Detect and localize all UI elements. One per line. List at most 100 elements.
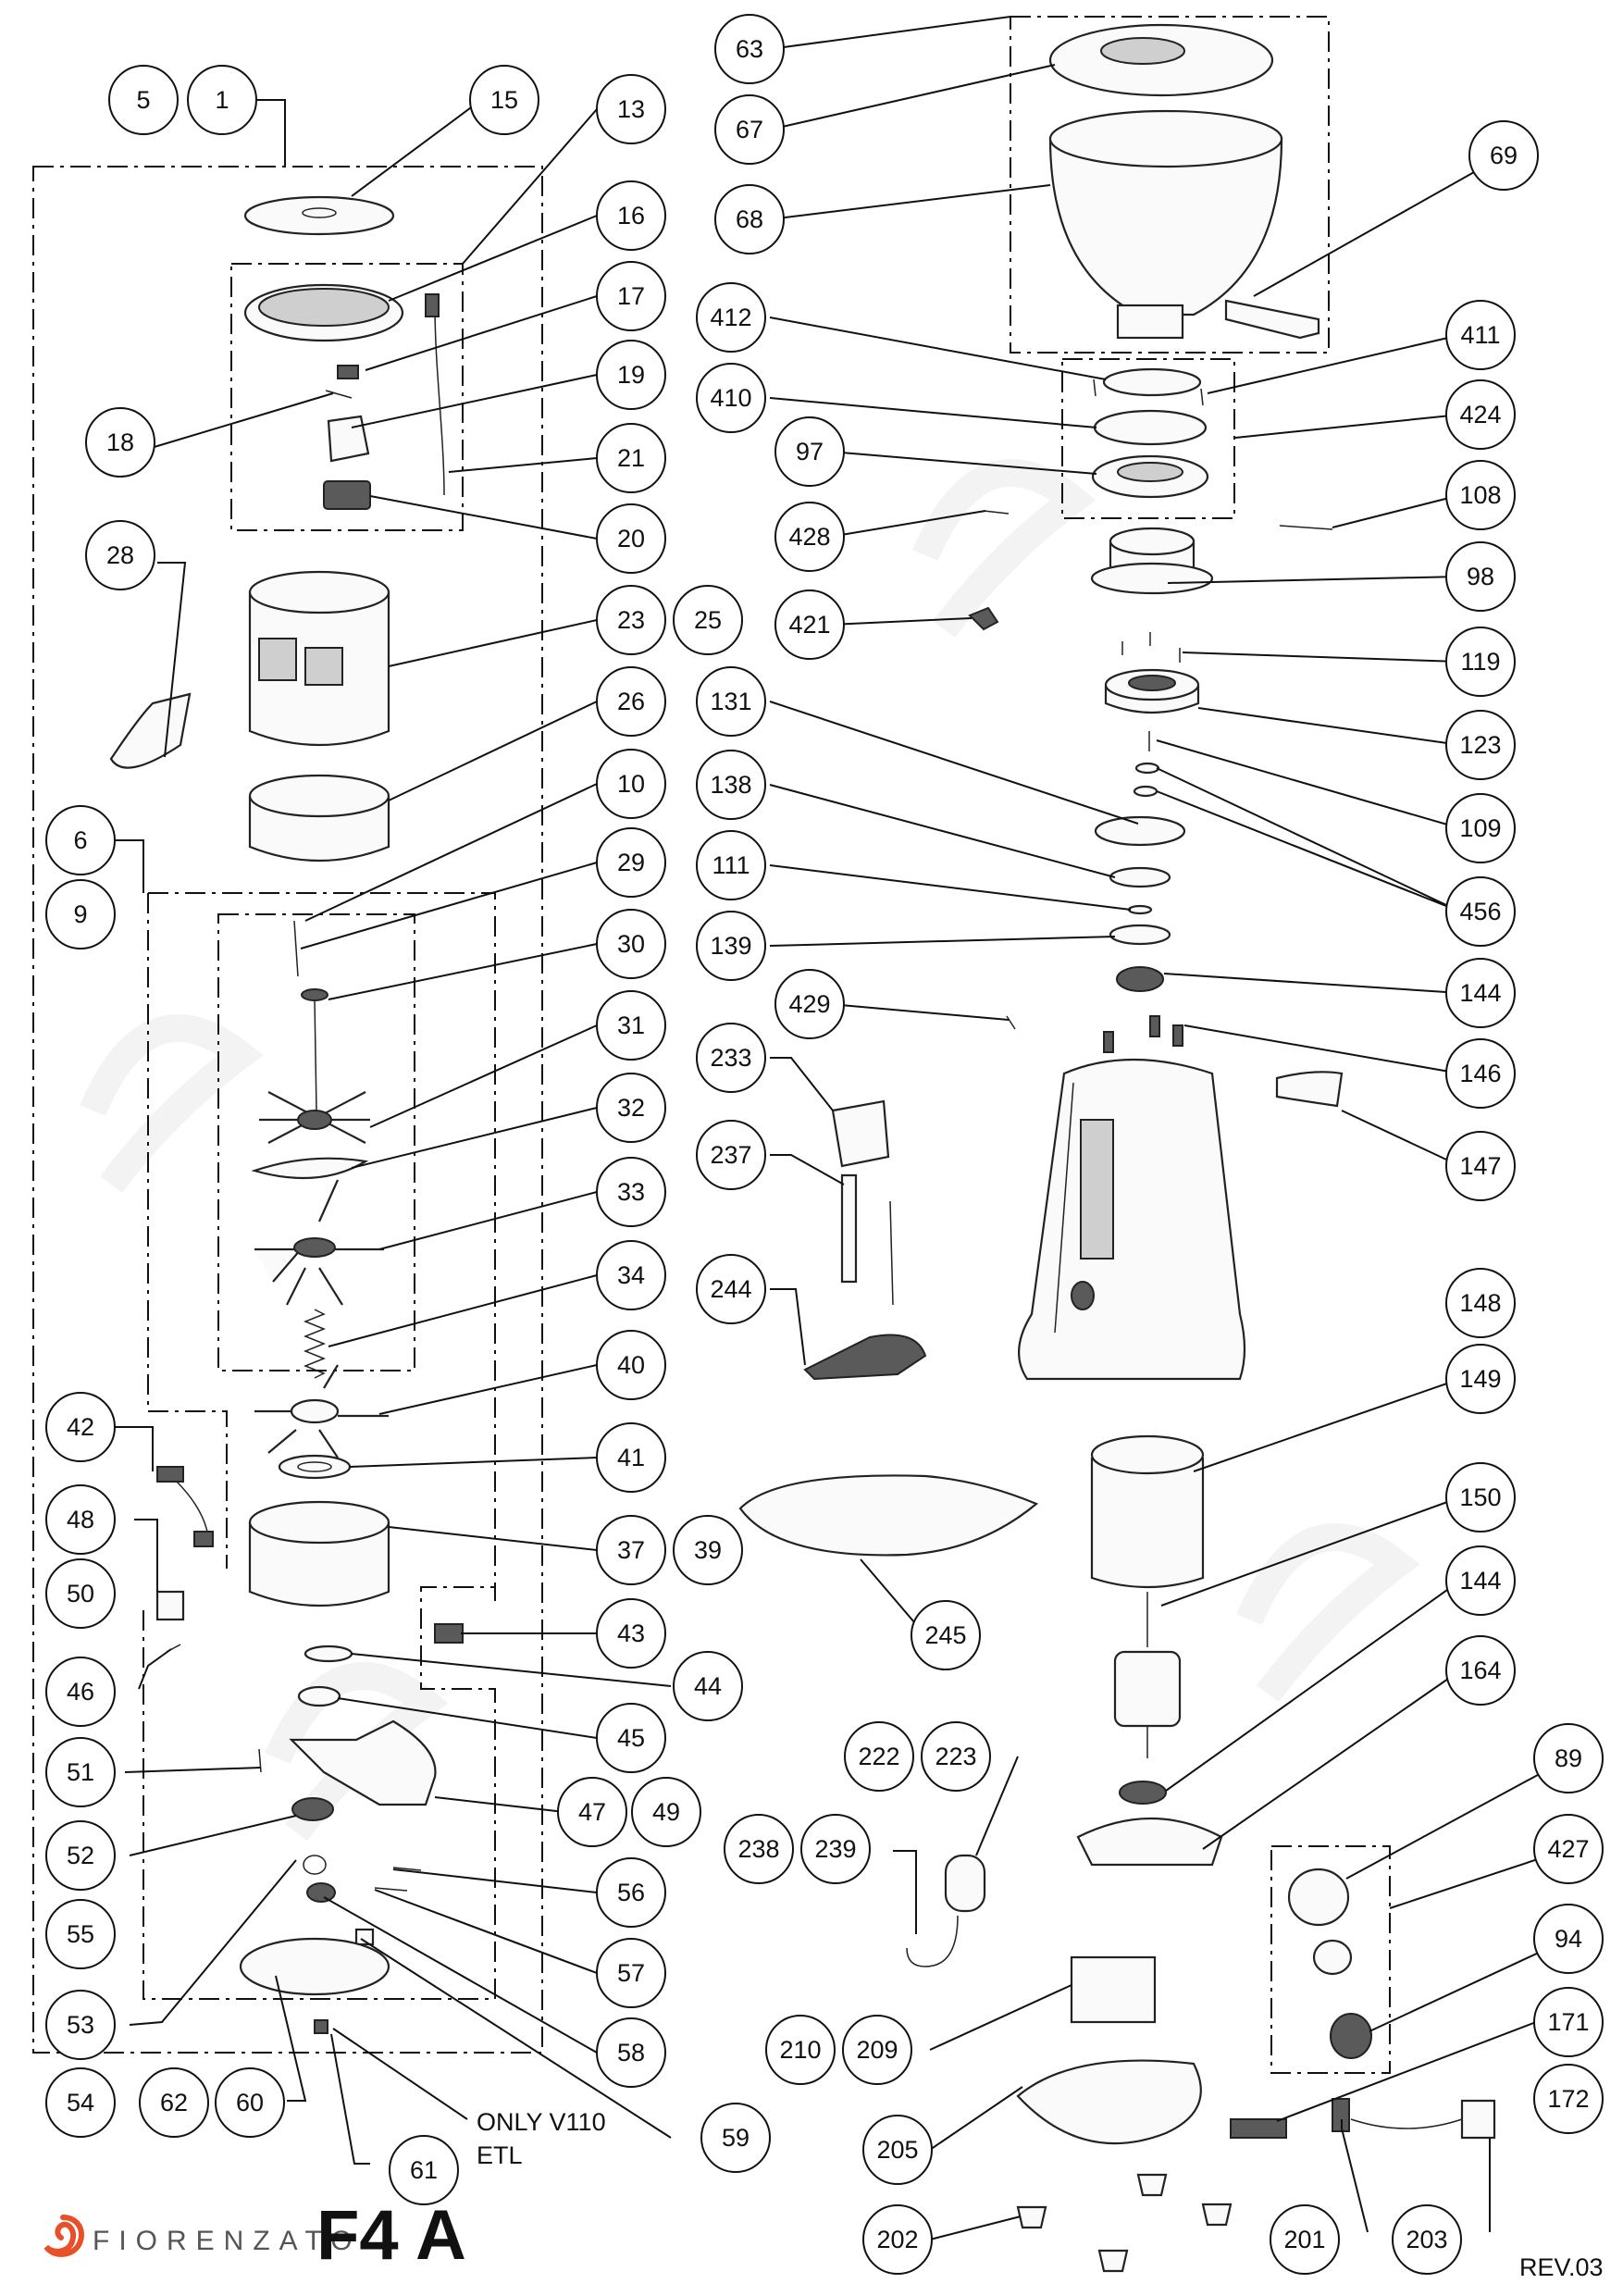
callout-number: 33 [617,1178,645,1206]
callout-412: 412 [696,282,766,353]
callout-circle [673,1651,743,1721]
callout-54: 54 [45,2067,116,2138]
callout-circle [714,14,785,84]
callout-circle [596,503,666,574]
callout-number: 44 [694,1672,722,1700]
callout-number: 20 [617,525,645,552]
callout-9: 9 [45,879,116,949]
callout-89: 89 [1533,1723,1604,1793]
callout-1: 1 [187,65,257,135]
callout-circle [700,2103,771,2173]
callout-164: 164 [1445,1635,1516,1706]
callout-number: 412 [710,304,751,331]
callout-circle [1533,1723,1604,1793]
callout-number: 57 [617,1959,645,1987]
callout-456: 456 [1445,876,1516,947]
callout-48: 48 [45,1484,116,1555]
callout-number: 144 [1459,1567,1501,1595]
callout-26: 26 [596,666,666,737]
callout-circle [45,1820,116,1891]
callout-circle [45,879,116,949]
callout-number: 19 [617,361,645,389]
callout-number: 119 [1460,648,1500,676]
callout-number: 238 [737,1835,779,1863]
callout-number: 17 [617,282,645,310]
callout-number: 6 [73,826,87,854]
callout-number: 32 [617,1094,645,1122]
callout-238: 238 [724,1814,794,1884]
callout-circle [1445,1038,1516,1109]
callout-number: 26 [617,688,645,715]
callout-circle [1445,300,1516,370]
callout-201: 201 [1270,2204,1340,2275]
callout-circle [557,1777,627,1847]
callout-circle [596,1157,666,1227]
callout-circle [45,1392,116,1462]
callout-60: 60 [215,2067,285,2138]
callout-62: 62 [139,2067,209,2138]
callout-number: 30 [617,930,645,958]
callout-51: 51 [45,1737,116,1807]
callout-number: 49 [652,1798,680,1826]
callout-30: 30 [596,909,666,979]
callout-138: 138 [696,750,766,820]
callout-number: 148 [1459,1289,1501,1317]
callout-number: 18 [106,428,134,456]
callout-number: 429 [788,990,830,1018]
callout-number: 16 [617,202,645,230]
callout-233: 233 [696,1023,766,1093]
callout-circle [862,2204,933,2275]
callout-40: 40 [596,1330,666,1400]
callout-424: 424 [1445,379,1516,450]
callout-number: 1 [215,86,229,114]
callout-19: 19 [596,340,666,410]
callout-circle [596,1422,666,1493]
callout-number: 139 [710,932,751,960]
callout-number: 40 [617,1351,645,1379]
callout-146: 146 [1445,1038,1516,1109]
callout-number: 209 [856,2036,898,2064]
callout-20: 20 [596,503,666,574]
callout-number: 164 [1459,1657,1501,1684]
callout-29: 29 [596,827,666,898]
callout-41: 41 [596,1422,666,1493]
callout-circle [45,1990,116,2060]
callout-number: 410 [710,384,751,412]
callout-circle [45,1484,116,1555]
callout-number: 149 [1459,1365,1501,1393]
callout-circle [1468,120,1539,191]
callout-50: 50 [45,1558,116,1629]
callout-circle [596,74,666,144]
callout-circle [1445,1268,1516,1338]
callout-circle [696,750,766,820]
callout-number: 10 [617,770,645,798]
callout-circle [1445,710,1516,780]
callout-150: 150 [1445,1462,1516,1533]
callout-number: 31 [617,1011,645,1039]
callout-239: 239 [800,1814,871,1884]
callout-number: 39 [694,1536,722,1564]
callout-circle [1445,876,1516,947]
callout-circle [85,407,155,478]
callout-number: 55 [67,1920,94,1948]
callout-149: 149 [1445,1344,1516,1414]
callout-circle [774,416,845,487]
callout-61: 61 [389,2135,459,2205]
callout-number: 42 [67,1413,94,1441]
callout-number: 111 [712,851,750,879]
callout-circle [596,423,666,493]
note-line-2: ETL [477,2141,523,2169]
callout-circle [596,1598,666,1669]
callout-123: 123 [1445,710,1516,780]
callout-144: 144 [1445,1545,1516,1616]
callout-number: 23 [617,606,645,634]
callout-33: 33 [596,1157,666,1227]
callout-203: 203 [1392,2204,1462,2275]
callout-237: 237 [696,1120,766,1190]
callout-47: 47 [557,1777,627,1847]
callout-circle [596,1515,666,1585]
callout-circle [215,2067,285,2138]
callout-16: 16 [596,180,666,251]
callout-58: 58 [596,2017,666,2088]
